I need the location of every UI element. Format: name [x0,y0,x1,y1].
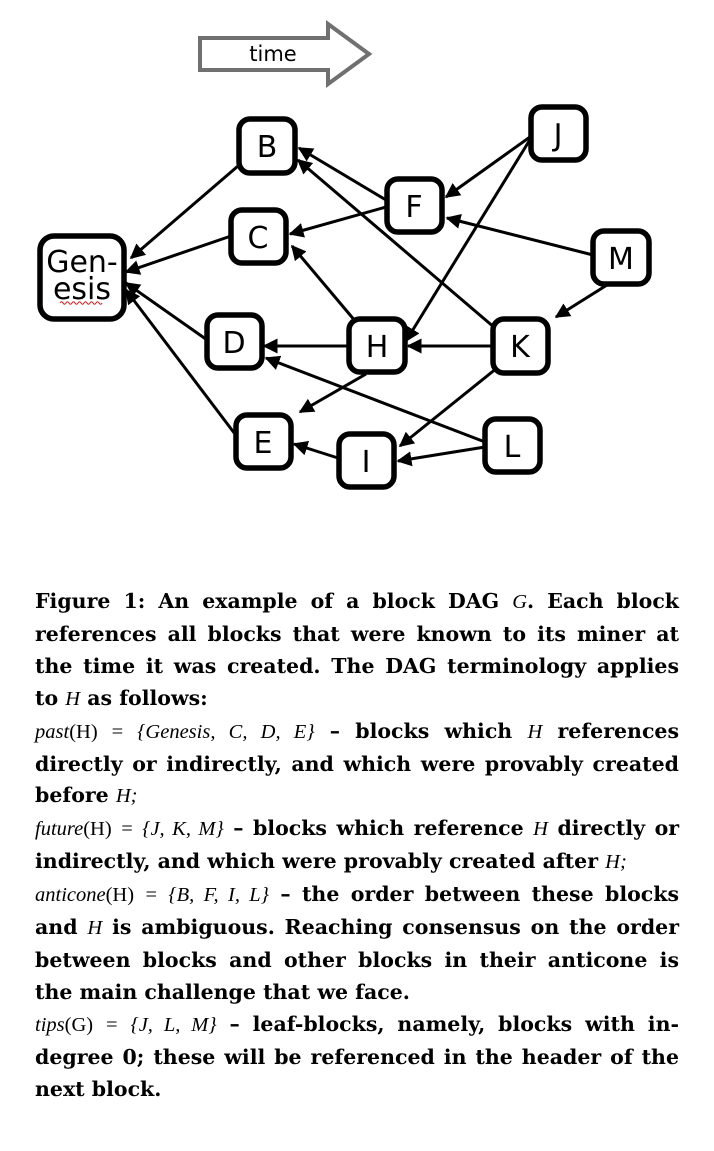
edge-j-to-f [444,135,531,199]
dag-edges [124,135,608,467]
figure-number: Figure 1: [35,589,146,613]
edge-h-to-e [298,372,367,414]
node-e: E [233,412,294,471]
edge-k-to-i [398,366,498,448]
caption-past: past(H)={Genesis, C, D, E} – blocks whic… [35,718,680,808]
node-genesis-label-line2: esis [53,272,111,307]
edge-l-to-d [264,355,486,444]
edge-c-to-genesis [124,234,232,275]
node-k: K [490,316,551,376]
node-b: B [236,116,298,176]
node-h: H [346,316,408,375]
node-i: I [336,431,397,490]
edge-e-to-genesis [124,288,240,439]
node-c: C [228,207,289,266]
node-i-label: I [362,445,371,480]
caption-tips: tips(G) = {J, L, M} – leaf-blocks, namel… [35,1011,679,1101]
edge-h-to-c [290,244,358,323]
edge-f-to-b [297,146,387,202]
caption-anticone: anticone(H) = {B, F, I, L} – the order b… [35,882,680,1004]
node-j: J [528,104,589,163]
node-genesis-label-line1: Gen- [46,245,118,280]
time-label: time [249,42,296,66]
node-d-label: D [222,326,245,361]
node-l-label: L [504,430,521,465]
node-c-label: C [248,221,269,256]
edge-b-to-genesis [129,164,239,260]
node-d: D [204,312,265,371]
node-m: M [590,228,652,287]
caption-future: future(H) = {J, K, M} – blocks which ref… [35,816,680,874]
edge-l-to-i [396,445,486,467]
node-h-label: H [366,330,389,365]
edge-i-to-e [292,440,339,460]
caption-title: Figure 1: An example of a block DAG G. E… [35,589,680,710]
figure-caption: Figure 1: An example of a block DAG G. E… [35,586,679,1106]
edge-m-to-k [554,283,608,319]
node-genesis: Gen- esis [37,233,127,322]
edge-f-to-c [288,205,387,238]
node-j-label: J [552,118,563,153]
node-l: L [482,416,543,475]
edge-d-to-genesis [124,281,211,344]
node-b-label: B [257,130,278,165]
node-f-label: F [405,190,422,225]
edge-j-to-h [404,137,533,343]
spellcheck-underline [59,301,103,305]
edge-k-to-b [296,158,496,330]
time-arrow: time [198,20,373,88]
edge-m-to-f [445,214,594,257]
node-m-label: M [608,242,634,277]
node-e-label: E [254,426,273,461]
block-dag-figure: time Gen- esis B C D E F H I J K [37,20,652,490]
node-f: F [384,176,445,235]
node-k-label: K [510,330,531,365]
